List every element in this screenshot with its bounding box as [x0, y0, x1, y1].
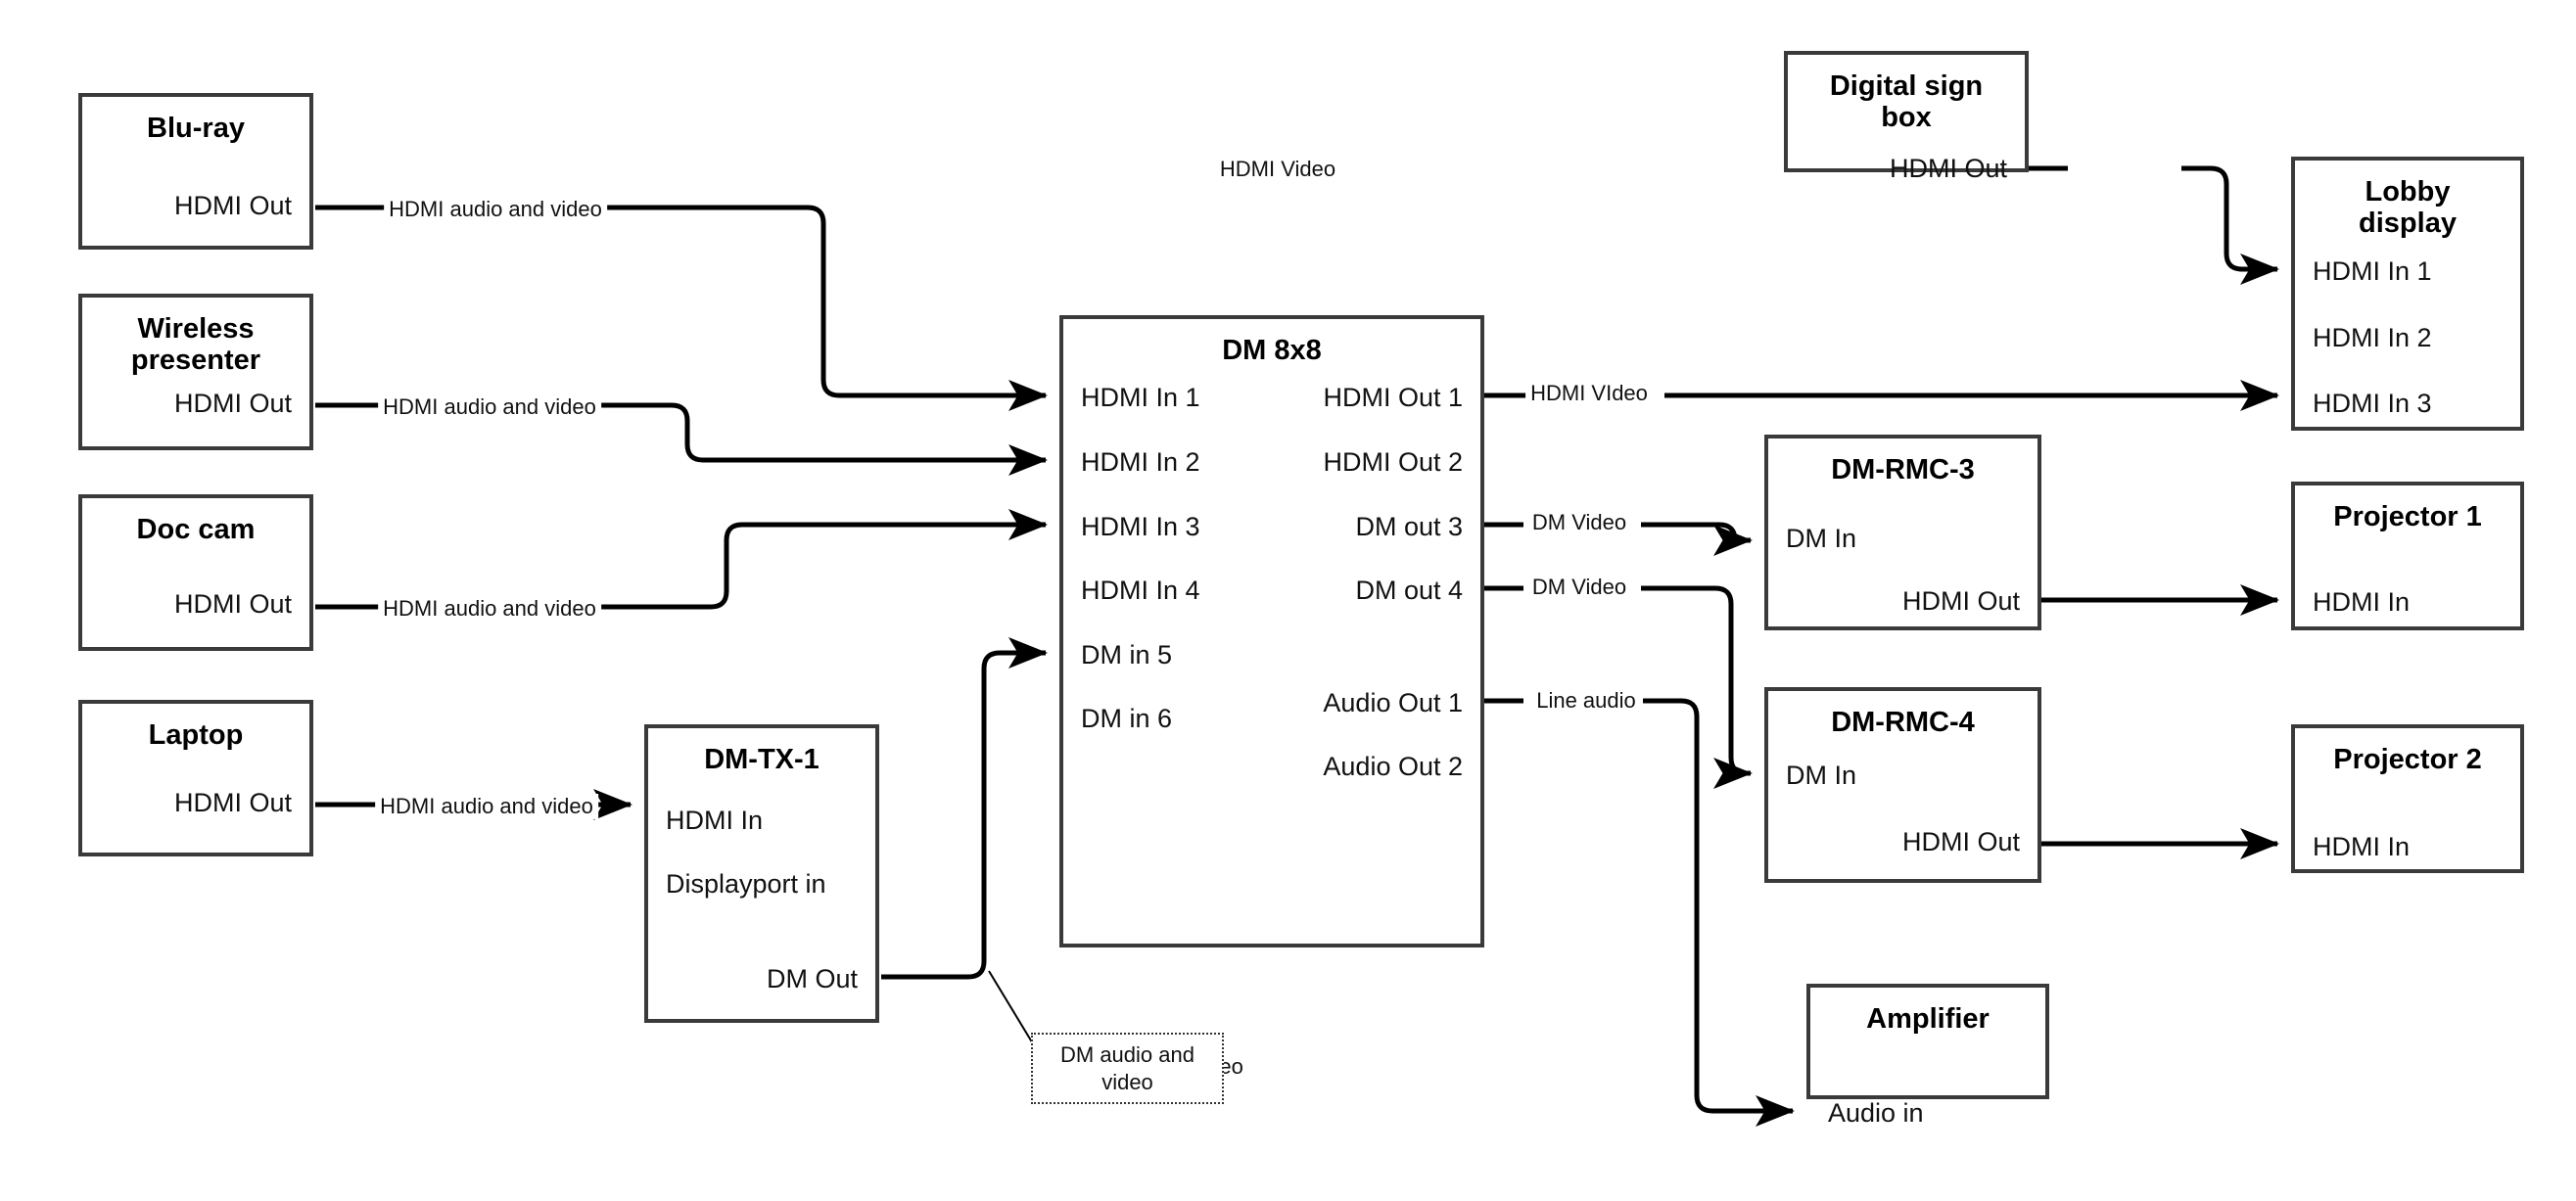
wire-sign-to-lobby-in1: [2029, 165, 2277, 269]
port-label-bluray-0: HDMI Out: [173, 191, 292, 220]
port-label-dm8x8-8: DM out 3: [1355, 512, 1463, 541]
port-label-projector2-0: HDMI In: [2313, 832, 2411, 861]
wire-wireless-to-in2: [315, 402, 1049, 476]
wire-dm-out4-to-rmc4: [1484, 585, 1751, 773]
port-label-doccam-0: HDMI Out: [173, 589, 292, 619]
device-title: Doc cam: [136, 514, 256, 545]
port-label-dm8x8-2: HDMI In 3: [1081, 512, 1200, 541]
port-label-dmrmc3-0: DM In: [1786, 524, 1857, 553]
port-label-dm8x8-4: DM in 5: [1081, 640, 1173, 670]
port-label-wireless-0: HDMI Out: [173, 389, 292, 418]
port-label-amplifier-0: Audio in: [1828, 1098, 1924, 1128]
edge-label-bluray-to-in1: HDMI audio and video: [384, 197, 607, 222]
edge-label-dm-audio1-to-amp: Line audio: [1531, 688, 1641, 714]
port-label-dmrmc3-1: HDMI Out: [1901, 586, 2020, 616]
device-title: DM-RMC-3: [1831, 454, 1975, 485]
device-title: Projector 1: [2333, 501, 2482, 532]
port-label-lobby-2: HDMI In 3: [2313, 389, 2432, 418]
device-title: Projector 2: [2333, 744, 2482, 775]
port-label-dm8x8-1: HDMI In 2: [1081, 447, 1200, 477]
port-label-dm8x8-10: Audio Out 1: [1323, 688, 1463, 717]
port-label-dm8x8-3: HDMI In 4: [1081, 576, 1200, 605]
device-title: DM-RMC-4: [1831, 707, 1975, 738]
edge-label-dm-out4-to-rmc4: DM Video: [1526, 575, 1632, 600]
port-label-dmtx1-0: HDMI In: [666, 806, 764, 835]
device-box-projector1[interactable]: Projector 1 HDMI In: [2291, 482, 2524, 630]
device-title: Laptop: [148, 719, 244, 751]
port-label-lobby-0: HDMI In 1: [2313, 256, 2432, 286]
wire-bluray-to-in1: [315, 205, 1049, 411]
port-label-dm8x8-7: HDMI Out 2: [1323, 447, 1463, 477]
edge-label-wireless-to-in2: HDMI audio and video: [378, 394, 601, 420]
port-label-dmtx1-1: Displayport in: [666, 869, 826, 899]
wire-dmtx1-to-in5: [881, 636, 1049, 980]
port-label-dmrmc4-0: DM In: [1786, 761, 1857, 790]
device-title: Amplifier: [1866, 1003, 1990, 1035]
device-title: Blu-ray: [147, 113, 245, 144]
port-label-dm8x8-0: HDMI In 1: [1081, 383, 1200, 412]
port-label-dm8x8-11: Audio Out 2: [1323, 752, 1463, 781]
edge-label-dm-out3-to-rmc3: DM Video: [1526, 510, 1632, 535]
wire-doccam-to-in3: [315, 508, 1049, 610]
callout-dm-av-callout: DM audio and video: [1031, 1033, 1224, 1104]
wire-dm-out3-to-rmc3: [1484, 525, 1751, 540]
edge-label-laptop-to-dmtx1: HDMI audio and video: [375, 794, 598, 819]
port-label-dm8x8-6: HDMI Out 1: [1323, 383, 1463, 412]
wire-dm-audio1-to-amp: [1484, 698, 1793, 1111]
callout-leader-dm-av-callout: [988, 970, 1035, 1046]
port-label-dm8x8-9: DM out 4: [1355, 576, 1463, 605]
port-label-digitalsign-0: HDMI Out: [1889, 154, 2007, 183]
device-box-projector2[interactable]: Projector 2 HDMI In: [2291, 724, 2524, 873]
port-label-laptop-0: HDMI Out: [173, 788, 292, 817]
port-label-projector1-0: HDMI In: [2313, 587, 2411, 617]
port-label-dmtx1-2: DM Out: [766, 964, 858, 993]
edge-label-sign-to-lobby-in1: HDMI Video: [1214, 157, 1341, 182]
port-label-lobby-1: HDMI In 2: [2313, 323, 2432, 352]
edge-label-doccam-to-in3: HDMI audio and video: [378, 596, 601, 622]
port-label-dmrmc4-1: HDMI Out: [1901, 827, 2020, 856]
device-title: DM 8x8: [1222, 335, 1322, 366]
port-label-dm8x8-5: DM in 6: [1081, 704, 1173, 733]
device-box-dmrmc3[interactable]: DM-RMC-3 DM In HDMI Out: [1764, 435, 2041, 630]
edge-label-dm-out1-to-lobby-in3: HDMI VIdeo: [1525, 381, 1653, 406]
device-box-dmrmc4[interactable]: DM-RMC-4 DM In HDMI Out: [1764, 687, 2041, 883]
device-title: DM-TX-1: [704, 744, 820, 775]
